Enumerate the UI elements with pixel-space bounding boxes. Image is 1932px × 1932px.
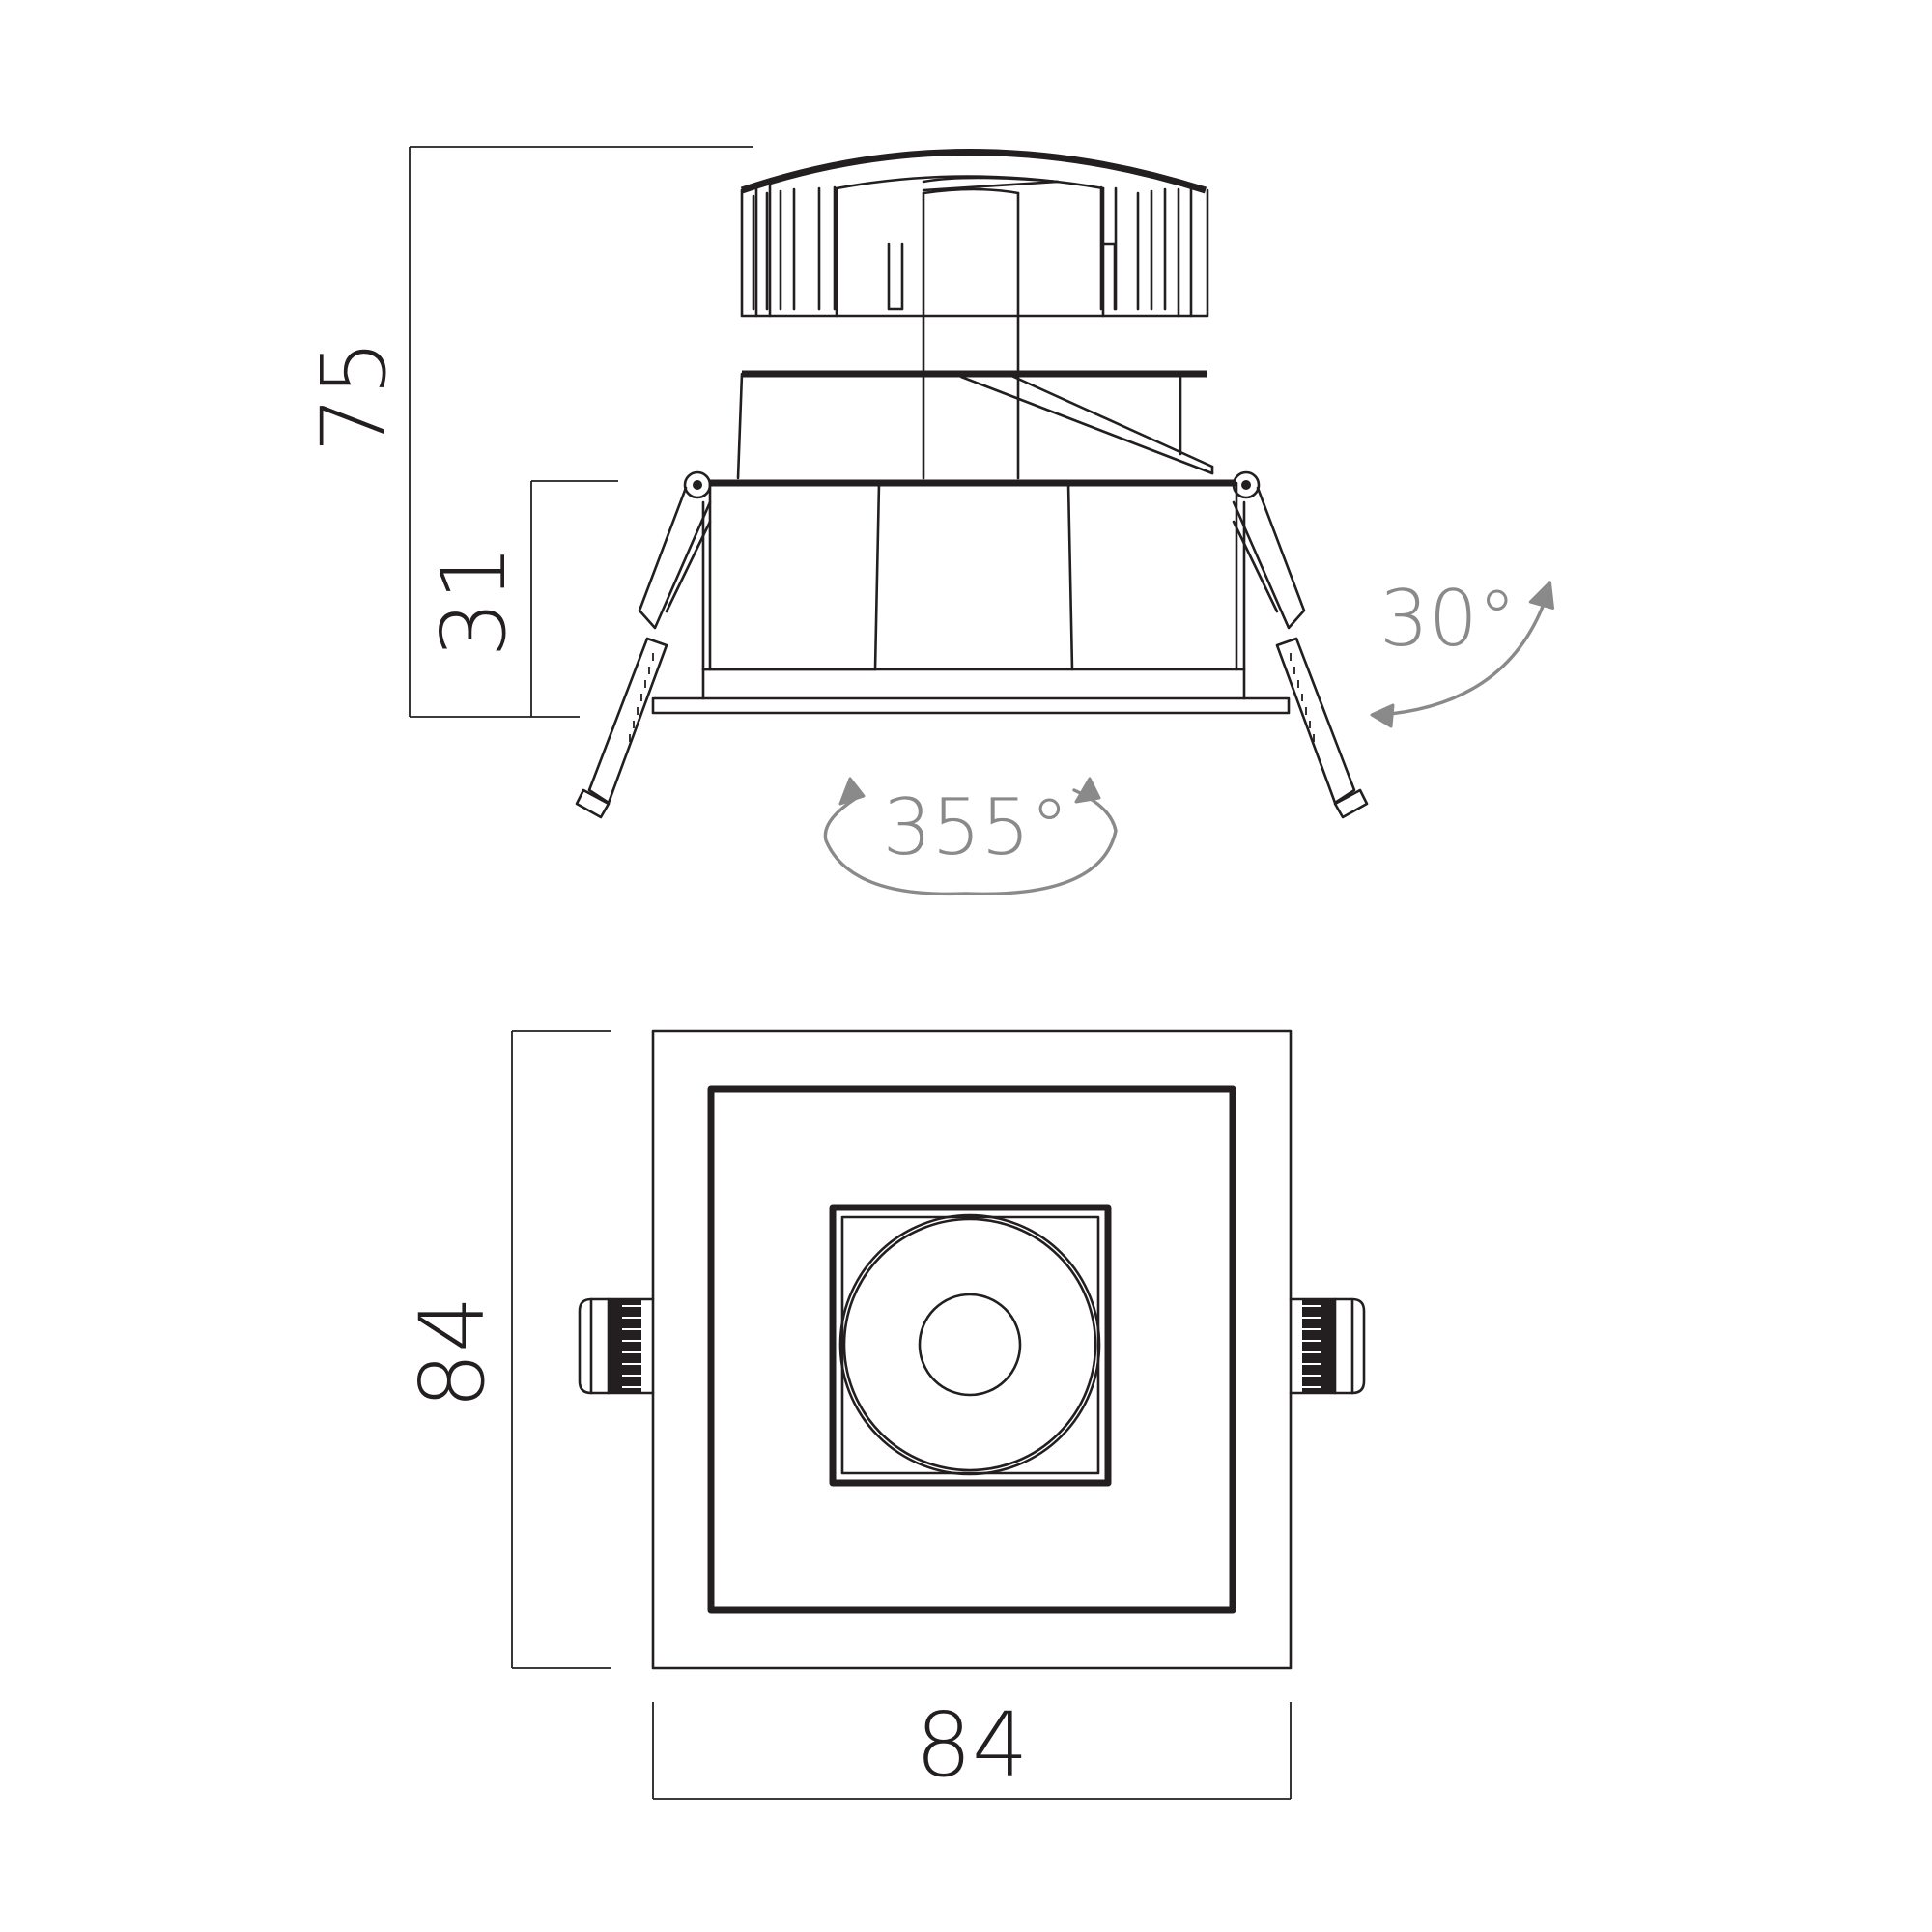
rotation-annotation: 355° (823, 777, 1118, 896)
reflector-ring (838, 1213, 1101, 1476)
heatsink (740, 149, 1209, 377)
front-width-label: 84 (915, 1693, 1028, 1797)
tilt-arrow-head-bottom (1370, 703, 1395, 728)
reflector-ring-inner (842, 1217, 1097, 1472)
front-height-label: 84 (401, 1295, 504, 1408)
tilt-angle-label: 30° (1379, 574, 1517, 664)
tilt-arc-arrow (1378, 597, 1548, 717)
right-spring-clip (1232, 470, 1369, 819)
collar (736, 370, 1214, 480)
outer-frame (651, 1029, 1293, 1670)
front-view: 84 84 (401, 1029, 1366, 1800)
tilt-annotation: 30° (1370, 574, 1555, 728)
rotation-ellipse (823, 788, 1118, 896)
dimension-body-height: 31 (422, 480, 618, 717)
rotation-arrow-head-left (838, 777, 866, 806)
right-clip-tab (1289, 1297, 1366, 1395)
led-lens (918, 1293, 1022, 1397)
inner-frame (707, 1085, 1236, 1614)
dimension-front-width: 84 (652, 1693, 1292, 1800)
left-clip-tab (578, 1297, 655, 1395)
body-height-label: 31 (422, 544, 526, 657)
lower-body (651, 479, 1291, 715)
left-spring-clip (575, 470, 712, 819)
rotation-arrow-head-right (1074, 777, 1101, 804)
dimension-total-height: 75 (302, 146, 753, 718)
rotation-angle-label: 355° (883, 782, 1069, 872)
side-view: 75 31 30° 355° (302, 146, 1555, 896)
total-height-label: 75 (302, 339, 406, 452)
lens-housing (829, 1204, 1112, 1487)
dimension-front-height: 84 (401, 1030, 611, 1669)
tilt-arrow-head-top (1528, 581, 1555, 610)
